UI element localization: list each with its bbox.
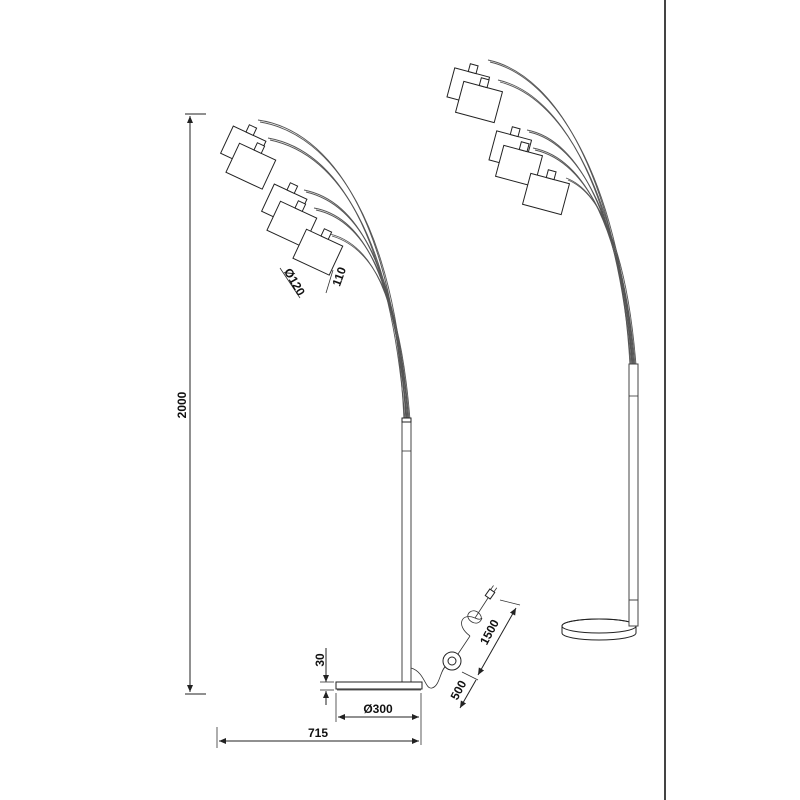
shade-diameter-label: Ø120 — [281, 266, 308, 299]
base-diameter-label: Ø300 — [363, 702, 393, 716]
cable-to-switch-label: 500 — [448, 678, 470, 703]
base-height-label: 30 — [313, 653, 327, 667]
perspective-stem — [628, 363, 639, 627]
width-label: 715 — [308, 726, 328, 740]
perspective-shades — [446, 63, 571, 216]
perspective-base — [561, 599, 639, 641]
shade-dimensions: Ø120 110 — [279, 265, 349, 299]
perspective-lamp-view — [446, 59, 639, 641]
base-height-dimension: 30 — [313, 648, 334, 705]
plug-icon — [484, 585, 498, 600]
lamp-stem — [401, 417, 412, 684]
height-dimension: 2000 — [175, 113, 206, 695]
dimensioned-lamp-view: 2000 — [175, 113, 521, 748]
lamp-shade-2 — [225, 142, 277, 190]
lamp-shade-5 — [292, 228, 344, 276]
lamp-arms — [257, 119, 411, 421]
height-label: 2000 — [175, 391, 189, 418]
switch-to-plug-label: 1500 — [477, 617, 502, 647]
base-diameter-dimension: Ø300 — [335, 693, 422, 745]
perspective-arms — [487, 59, 637, 366]
width-dimension: 715 — [216, 726, 419, 748]
shade-height-label: 110 — [329, 265, 349, 288]
lamp-shades — [219, 124, 344, 276]
lamp-base — [335, 681, 423, 691]
